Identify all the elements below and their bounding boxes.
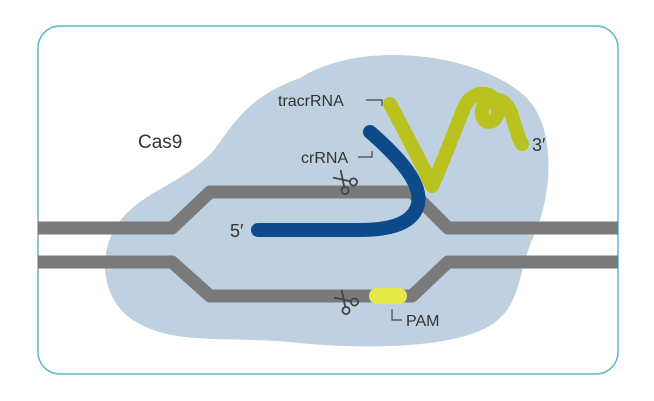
tracrrna-pointer — [366, 99, 383, 106]
dna-bottom-strand — [38, 255, 618, 303]
scissors-icon — [332, 169, 358, 195]
pam-site — [369, 288, 407, 304]
dna-strands — [38, 185, 618, 303]
crrna-pointer — [358, 151, 373, 158]
pam-label: PAM — [406, 313, 439, 330]
pam-pointer — [391, 309, 402, 321]
five-prime-label: 5′ — [230, 221, 244, 241]
cas9-label: Cas9 — [138, 132, 182, 153]
dna-top-strand — [38, 185, 618, 235]
crrna-strand — [251, 125, 426, 237]
tracrrna-strand — [383, 86, 529, 193]
scissors-icon — [333, 289, 359, 315]
crrna-label: crRNA — [301, 150, 348, 167]
three-prime-label: 3′ — [532, 135, 546, 155]
tracrrna-label: tracrRNA — [278, 93, 344, 110]
